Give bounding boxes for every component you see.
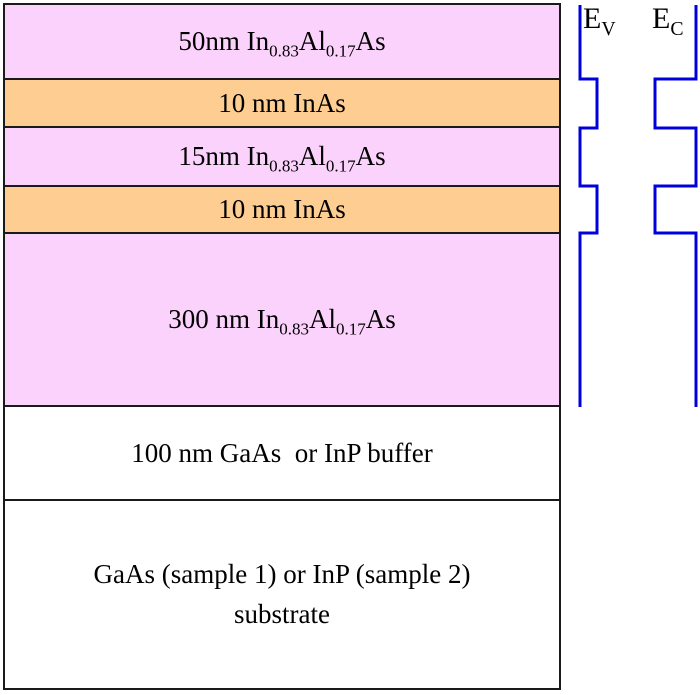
layer-inas-well-lower: 10 nm InAs — [5, 187, 559, 234]
conduction-band-label: EC — [652, 2, 684, 40]
layer-inalas-cap-50nm: 50nm In0.83Al0.17As — [5, 5, 559, 80]
layer-label: 15nm In0.83Al0.17As — [178, 141, 386, 176]
substrate-label-line2: substrate — [234, 598, 330, 629]
layer-label: 100 nm GaAs or InP buffer — [131, 437, 433, 468]
conduction-band-line — [653, 5, 698, 407]
layer-inas-well-upper: 10 nm InAs — [5, 80, 559, 128]
layer-buffer-100nm: 100 nm GaAs or InP buffer — [5, 407, 559, 501]
valence-band-line — [578, 5, 599, 407]
layer-substrate: GaAs (sample 1) or InP (sample 2) substr… — [5, 501, 559, 688]
layer-label: 50nm In0.83Al0.17As — [178, 26, 386, 61]
layer-label: 300 nm In0.83Al0.17As — [168, 304, 396, 339]
valence-band-label: EV — [583, 2, 616, 40]
layer-inalas-spacer-15nm: 15nm In0.83Al0.17As — [5, 128, 559, 187]
layer-label: 10 nm InAs — [218, 194, 346, 224]
substrate-label-line1: GaAs (sample 1) or InP (sample 2) — [93, 559, 471, 590]
layer-inalas-buffer-300nm: 300 nm In0.83Al0.17As — [5, 234, 559, 407]
layer-label: 10 nm InAs — [218, 87, 346, 118]
layer-stack: 50nm In0.83Al0.17As 10 nm InAs 15nm In0.… — [3, 3, 561, 690]
